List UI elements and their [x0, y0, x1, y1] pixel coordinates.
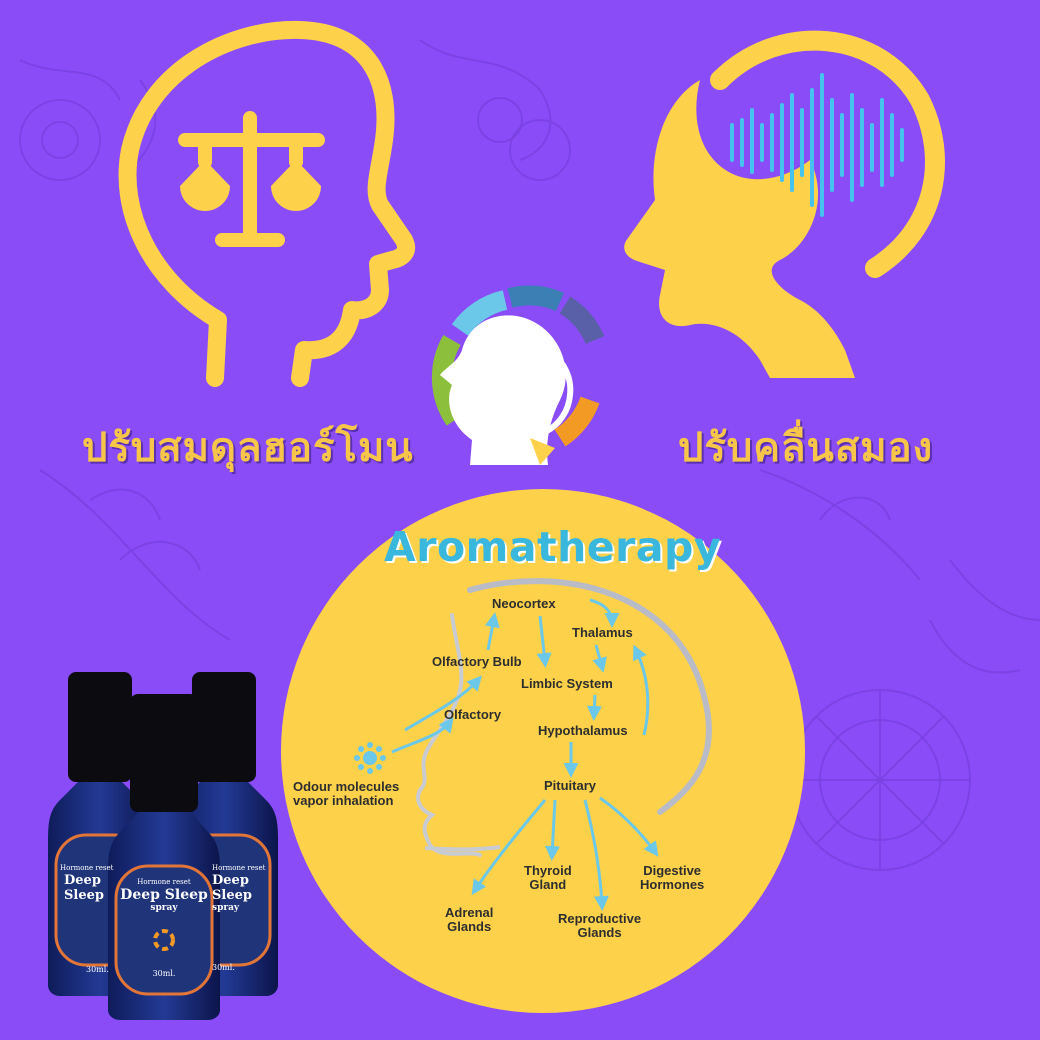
bottle-tagline: Hormone reset	[137, 878, 191, 886]
bottle-product-name: Deep Sleep	[120, 887, 208, 903]
bottle-back-right-tagline: Hormone reset	[212, 864, 266, 872]
bottle-volume: 30ml.	[152, 969, 176, 978]
label-thyroid-line2: Gland	[529, 877, 567, 892]
label-limbic-system: Limbic System	[521, 676, 613, 691]
aromatherapy-title: Aromatherapy	[384, 523, 722, 571]
label-adrenal-line2: Glands	[447, 919, 492, 934]
bottle-label-front: Hormone reset Deep Sleep spray 30ml.	[116, 878, 212, 978]
label-adrenal-line1: Adrenal	[445, 905, 494, 920]
label-digestive-hormones: Digestive Hormones	[640, 864, 704, 892]
bottle-back-left-tagline: Hormone reset	[60, 864, 114, 872]
label-reproductive-line1: Reproductive	[558, 911, 642, 926]
label-digestive-line1: Digestive	[643, 863, 702, 878]
bottle-back-left-name: Deep Sleep	[64, 873, 104, 903]
label-adrenal-glands: Adrenal Glands	[445, 906, 493, 934]
label-pituitary: Pituitary	[544, 778, 597, 793]
label-digestive-line2: Hormones	[640, 877, 705, 892]
bottle-label-back-right: Hormone reset Deep Sleep spray 30ml.	[212, 864, 270, 972]
label-odour-line1: Odour molecules	[293, 779, 400, 794]
bottle-label-back-left: Hormone reset Deep Sleep 30ml.	[56, 864, 144, 974]
label-olfactory: Olfactory	[444, 707, 502, 722]
label-reproductive-line2: Glands	[577, 925, 622, 940]
caption-brainwave-adjust: ปรับคลื่นสมอง	[678, 425, 934, 471]
bottle-back-left-volume: 30ml.	[86, 965, 109, 974]
bottle-front	[108, 694, 220, 1020]
label-hypothalamus: Hypothalamus	[538, 723, 628, 738]
label-olfactory-bulb: Olfactory Bulb	[432, 654, 522, 669]
label-reproductive-glands: Reproductive Glands	[558, 912, 641, 940]
label-thyroid-gland: Thyroid Gland	[524, 864, 572, 892]
bottle-back-right-name: Deep Sleep	[212, 873, 252, 903]
caption-hormone-balance: ปรับสมดุลฮอร์โมน	[82, 425, 414, 471]
bottle-product-type: spray	[150, 903, 178, 913]
label-thyroid-line1: Thyroid	[524, 863, 572, 878]
label-neocortex: Neocortex	[492, 596, 556, 611]
label-odour-molecules: Odour molecules vapor inhalation	[293, 780, 399, 808]
bottle-back-right-volume: 30ml.	[212, 963, 235, 972]
bottle-back-right-type: spray	[212, 903, 240, 913]
label-thalamus: Thalamus	[572, 625, 633, 640]
label-odour-line2: vapor inhalation	[293, 793, 394, 808]
